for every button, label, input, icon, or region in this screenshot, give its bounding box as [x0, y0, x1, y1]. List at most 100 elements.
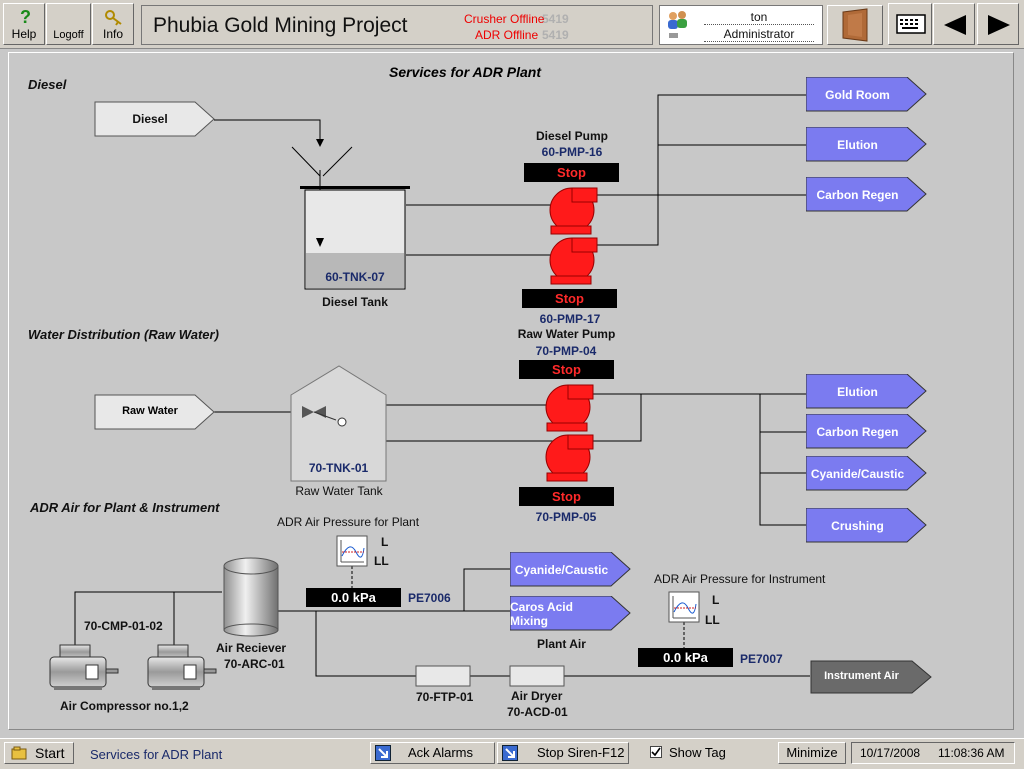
dest-elution-diesel[interactable]: Elution — [806, 127, 927, 162]
trend-icon-plant — [336, 535, 368, 567]
arrow-down-right-icon — [502, 745, 518, 761]
dest-elution-water[interactable]: Elution — [806, 374, 927, 409]
stop-siren-label: Stop Siren-F12 — [537, 745, 625, 760]
instrument-pressure-tag: PE7007 — [740, 652, 783, 666]
plant-pressure-value: 0.0 kPa — [306, 588, 401, 607]
compressor-tag: 70-CMP-01-02 — [84, 619, 163, 633]
dest-carbon-regen-diesel-label: Carbon Regen — [816, 187, 899, 202]
raw-water-pump-name: Raw Water Pump — [517, 327, 616, 341]
diesel-source-label[interactable]: Diesel — [132, 112, 168, 126]
compressor-2-shape — [147, 644, 217, 690]
instrument-air-shape — [810, 660, 932, 694]
start-button[interactable]: Start — [4, 742, 74, 764]
dest-carbon-regen-water-label: Carbon Regen — [816, 424, 899, 439]
app-title: Phubia Gold Mining Project — [153, 14, 408, 37]
diesel-source-shape — [94, 101, 215, 137]
raw-water-source-shape — [94, 394, 215, 430]
logoff-label: Logoff — [53, 29, 84, 41]
door-icon — [842, 8, 868, 42]
dest-caros-acid-mixing[interactable]: Caros Acid Mixing — [510, 596, 631, 631]
back-button[interactable] — [933, 3, 975, 45]
user-box[interactable]: ton Administrator — [659, 5, 823, 45]
dest-cyanide-caustic-water[interactable]: Cyanide/Caustic — [806, 456, 927, 491]
instrument-air-label[interactable]: Instrument Air — [824, 670, 899, 682]
stop-siren-button[interactable]: Stop Siren-F12 — [497, 742, 629, 764]
diesel-pump-17-status[interactable]: Stop — [522, 289, 617, 308]
dest-elution-water-label: Elution — [837, 384, 878, 399]
plant-air-label: Plant Air — [537, 637, 586, 651]
user-name: ton — [704, 10, 814, 25]
title-box: Phubia Gold Mining Project 5419 5419 Cru… — [141, 5, 653, 45]
user-role: Administrator — [704, 27, 814, 42]
diesel-tank-name: Diesel Tank — [322, 295, 388, 309]
arrow-down-right-icon — [375, 745, 391, 761]
ack-alarms-button[interactable]: Ack Alarms — [370, 742, 495, 764]
section-air: ADR Air for Plant & Instrument — [30, 500, 220, 515]
crusher-status: Crusher Offline — [464, 12, 545, 26]
dest-elution-diesel-label: Elution — [837, 137, 878, 152]
help-button[interactable]: ? Help — [3, 3, 45, 45]
dest-crushing[interactable]: Crushing — [806, 508, 927, 543]
filter-box — [415, 665, 471, 687]
logoff-button[interactable]: Logoff — [46, 3, 91, 45]
raw-water-pump-04-tag: 70-PMP-04 — [535, 344, 597, 358]
diesel-tank-tag: 60-TNK-07 — [325, 270, 385, 284]
ghost-code-2: 5419 — [542, 28, 569, 42]
compressor-1-shape — [49, 644, 119, 690]
svg-text:?: ? — [20, 8, 31, 26]
dest-gold-room[interactable]: Gold Room — [806, 77, 927, 112]
instrument-level-l: L — [712, 593, 720, 607]
dest-cyanide-caustic-air[interactable]: Cyanide/Caustic — [510, 552, 631, 587]
clock-panel: 10/17/2008 11:08:36 AM — [851, 742, 1015, 764]
ghost-code-1: 5419 — [542, 12, 569, 26]
raw-water-tank-tag: 70-TNK-01 — [308, 461, 369, 475]
raw-water-pump-04-status[interactable]: Stop — [519, 360, 614, 379]
section-water: Water Distribution (Raw Water) — [28, 327, 219, 342]
plant-pressure-tag: PE7006 — [408, 591, 451, 605]
door-button[interactable] — [827, 5, 883, 45]
section-diesel: Diesel — [28, 77, 67, 92]
pump-70-pmp-05-shape — [545, 434, 594, 482]
dest-carbon-regen-diesel[interactable]: Carbon Regen — [806, 177, 927, 212]
keys-icon — [105, 10, 122, 26]
air-receiver-shape — [223, 557, 279, 637]
diagram-title: Services for ADR Plant — [389, 64, 541, 80]
dest-carbon-regen-water[interactable]: Carbon Regen — [806, 414, 927, 449]
ack-alarms-label: Ack Alarms — [408, 745, 474, 760]
dest-cyanide-caustic-water-label: Cyanide/Caustic — [810, 466, 905, 481]
minimize-button[interactable]: Minimize — [778, 742, 846, 764]
start-label: Start — [35, 745, 65, 761]
minimize-label: Minimize — [786, 745, 838, 760]
show-tag-label: Show Tag — [669, 745, 726, 760]
dest-caros-acid-mixing-label: Caros Acid Mixing — [510, 599, 573, 628]
diesel-funnel — [291, 146, 353, 177]
info-button[interactable]: Info — [92, 3, 134, 45]
arrow-left-icon — [944, 15, 966, 35]
current-page-label: Services for ADR Plant — [90, 747, 223, 762]
keyboard-icon — [896, 14, 926, 34]
show-tag-checkbox[interactable] — [650, 746, 662, 758]
start-icon — [11, 746, 27, 760]
time-label: 11:08:36 AM — [938, 746, 1005, 760]
receiver-tag: 70-ARC-01 — [224, 657, 285, 671]
diesel-pump-17-tag: 60-PMP-17 — [539, 312, 601, 326]
forward-button[interactable] — [977, 3, 1019, 45]
raw-water-source-label[interactable]: Raw Water — [122, 405, 178, 417]
diesel-pump-16-status[interactable]: Stop — [524, 163, 619, 182]
help-icon: ? — [20, 8, 31, 26]
date-label: 10/17/2008 — [860, 746, 921, 760]
help-label: Help — [11, 27, 37, 41]
adr-status: ADR Offline — [475, 28, 539, 42]
pump-70-pmp-04-shape — [545, 384, 594, 432]
plant-pressure-title: ADR Air Pressure for Plant — [277, 515, 420, 529]
diesel-pump-16-tag: 60-PMP-16 — [541, 145, 603, 159]
arrow-right-icon — [988, 15, 1010, 35]
raw-water-pump-05-status[interactable]: Stop — [519, 487, 614, 506]
keyboard-button[interactable] — [888, 3, 932, 45]
bottom-taskbar: Start Services for ADR Plant Ack Alarms … — [0, 738, 1024, 769]
dryer-name: Air Dryer — [511, 689, 563, 703]
receiver-name: Air Reciever — [216, 641, 287, 655]
dest-cyanide-caustic-air-label: Cyanide/Caustic — [514, 562, 609, 577]
top-toolbar: ? Help Logoff Info Phubia Gold Mining Pr… — [0, 0, 1024, 49]
